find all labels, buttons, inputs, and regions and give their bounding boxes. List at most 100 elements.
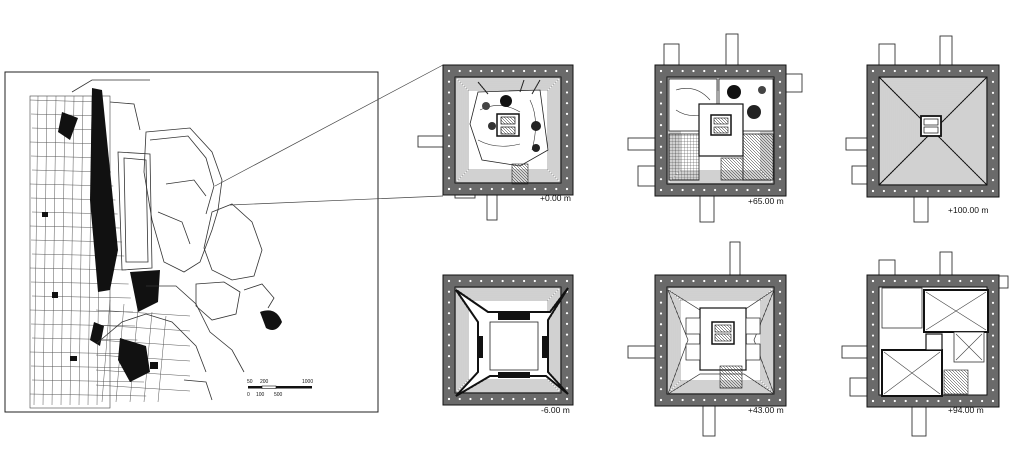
column-dot <box>565 187 569 191</box>
column-dot <box>724 279 728 283</box>
projecting-stub <box>939 35 953 69</box>
column-dot <box>670 279 673 283</box>
column-dot <box>778 377 782 380</box>
column-dot <box>713 69 717 73</box>
floor-plan-2: +100.00 m <box>845 35 1000 223</box>
column-dot <box>970 279 973 283</box>
louvre-line <box>905 103 961 159</box>
column-dot <box>991 367 995 370</box>
column-dot <box>746 188 749 192</box>
column-dot <box>991 157 995 160</box>
column-dot <box>937 189 940 193</box>
column-dot <box>991 312 995 315</box>
column-dot <box>778 188 782 192</box>
column-dot <box>871 334 875 337</box>
column-dot <box>659 290 663 293</box>
column-dot <box>991 91 995 94</box>
column-dot <box>703 69 706 73</box>
column-dot <box>948 279 951 283</box>
level-label: +0.00 m <box>540 193 571 203</box>
column-dot <box>565 123 569 126</box>
column-dot <box>768 69 771 73</box>
louvre-line <box>467 89 549 171</box>
column-dot <box>735 69 738 73</box>
column-dot <box>659 102 663 105</box>
column-dot <box>447 312 451 315</box>
site-map: 50 200 1000 0 100 500 <box>4 64 444 413</box>
column-dot <box>724 188 728 192</box>
column-dot <box>778 145 782 148</box>
column-dot <box>991 146 995 149</box>
column-dot <box>458 397 461 401</box>
column-dot <box>447 91 451 94</box>
scale-label-top-1: 50 <box>247 379 253 385</box>
column-dot <box>778 113 782 116</box>
column-dot <box>447 290 451 293</box>
column-dot <box>659 145 663 148</box>
column-dot <box>871 301 875 304</box>
column-dot <box>447 397 451 401</box>
column-dot <box>959 399 962 403</box>
scale-label-top-3: 1000 <box>302 379 313 385</box>
column-dot <box>447 155 451 158</box>
column-dot <box>501 187 504 191</box>
column-dot <box>991 301 995 304</box>
column-dot <box>565 112 569 116</box>
column-dot <box>659 91 663 94</box>
column-dot <box>735 398 738 402</box>
column-dot <box>447 144 451 148</box>
column-dot <box>991 178 995 182</box>
column-dot <box>458 187 461 191</box>
column-dot <box>871 157 875 160</box>
column-dot <box>565 354 569 358</box>
column-dot <box>871 189 875 193</box>
column-dot <box>555 397 558 401</box>
projecting-stub <box>913 195 929 223</box>
column-dot <box>871 356 875 359</box>
column-dot <box>757 398 760 402</box>
column-dot <box>659 279 663 283</box>
column-dot <box>659 333 663 337</box>
scale-label-top-2: 200 <box>260 379 269 385</box>
column-dot <box>778 333 782 337</box>
column-dot <box>565 322 569 326</box>
column-dot <box>659 301 663 304</box>
column-dot <box>713 398 717 402</box>
column-dot <box>659 123 663 127</box>
column-dot <box>959 279 962 283</box>
column-dot <box>871 388 875 392</box>
projecting-stub <box>725 33 739 67</box>
column-dot <box>659 366 663 369</box>
louvre-line <box>911 109 955 153</box>
column-dot <box>768 398 771 402</box>
column-dot <box>871 399 875 403</box>
column-dot <box>447 344 451 347</box>
column-dot <box>659 178 663 181</box>
column-dot <box>565 333 569 336</box>
column-dot <box>778 290 782 293</box>
column-dot <box>447 134 451 137</box>
column-dot <box>692 188 695 192</box>
column-dot <box>544 69 547 73</box>
column-dot <box>926 399 929 403</box>
column-dot <box>501 397 504 401</box>
column-dot <box>469 187 472 191</box>
column-dot <box>565 397 569 401</box>
column-dot <box>555 187 558 191</box>
column-dot <box>778 80 782 83</box>
column-dot <box>991 399 995 403</box>
louvre-line <box>461 293 555 387</box>
tower-floor-plans: +0.00 m +65.00 m +100.0 <box>417 33 1009 437</box>
louvre-line <box>461 83 555 177</box>
column-dot <box>871 102 875 105</box>
column-dot <box>490 187 494 191</box>
column-dot <box>991 113 995 116</box>
column-dot <box>659 344 663 348</box>
column-dot <box>544 279 547 283</box>
column-dot <box>768 188 771 192</box>
column-dot <box>757 279 760 283</box>
column-dot <box>926 279 929 283</box>
column-dot <box>735 279 738 283</box>
column-dot <box>724 69 728 73</box>
column-dot <box>871 69 875 73</box>
